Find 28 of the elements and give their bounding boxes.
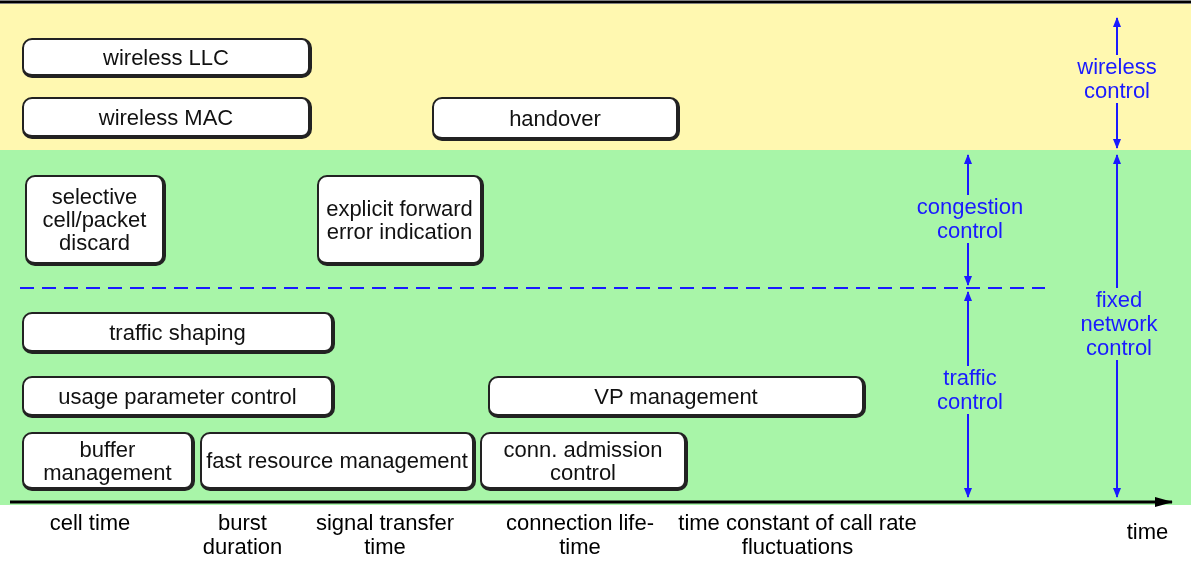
function-box	[22, 432, 195, 491]
box-label: explicit forward error indication	[325, 196, 474, 243]
axis-label: connection life-time	[505, 511, 655, 559]
function-box	[488, 376, 866, 418]
function-box	[480, 432, 688, 491]
box-label: wireless MAC	[98, 105, 234, 129]
box-label: wireless LLC	[103, 45, 229, 69]
function-box	[22, 376, 335, 418]
box-label: selective cell/packet discard	[41, 185, 148, 254]
box-label: buffer management	[42, 437, 173, 484]
function-box	[317, 175, 484, 266]
axis-label: burst duration	[201, 511, 284, 559]
function-box	[22, 97, 312, 139]
box-label: traffic shaping	[109, 320, 246, 344]
function-box	[200, 432, 476, 491]
box-label: conn. admission control	[502, 437, 664, 484]
axis-label: cell time	[48, 511, 132, 535]
function-box	[432, 97, 680, 141]
axis-label: time constant of call rate fluctuations	[677, 511, 918, 559]
box-label: usage parameter control	[58, 384, 297, 408]
axis-label: time	[1125, 520, 1170, 544]
function-box	[25, 175, 166, 266]
function-box	[22, 312, 335, 354]
box-label: VP management	[594, 384, 758, 408]
function-box	[22, 38, 312, 78]
axis-label: signal transfer time	[314, 511, 456, 559]
box-label: fast resource management	[206, 449, 468, 472]
box-label: handover	[509, 106, 601, 130]
